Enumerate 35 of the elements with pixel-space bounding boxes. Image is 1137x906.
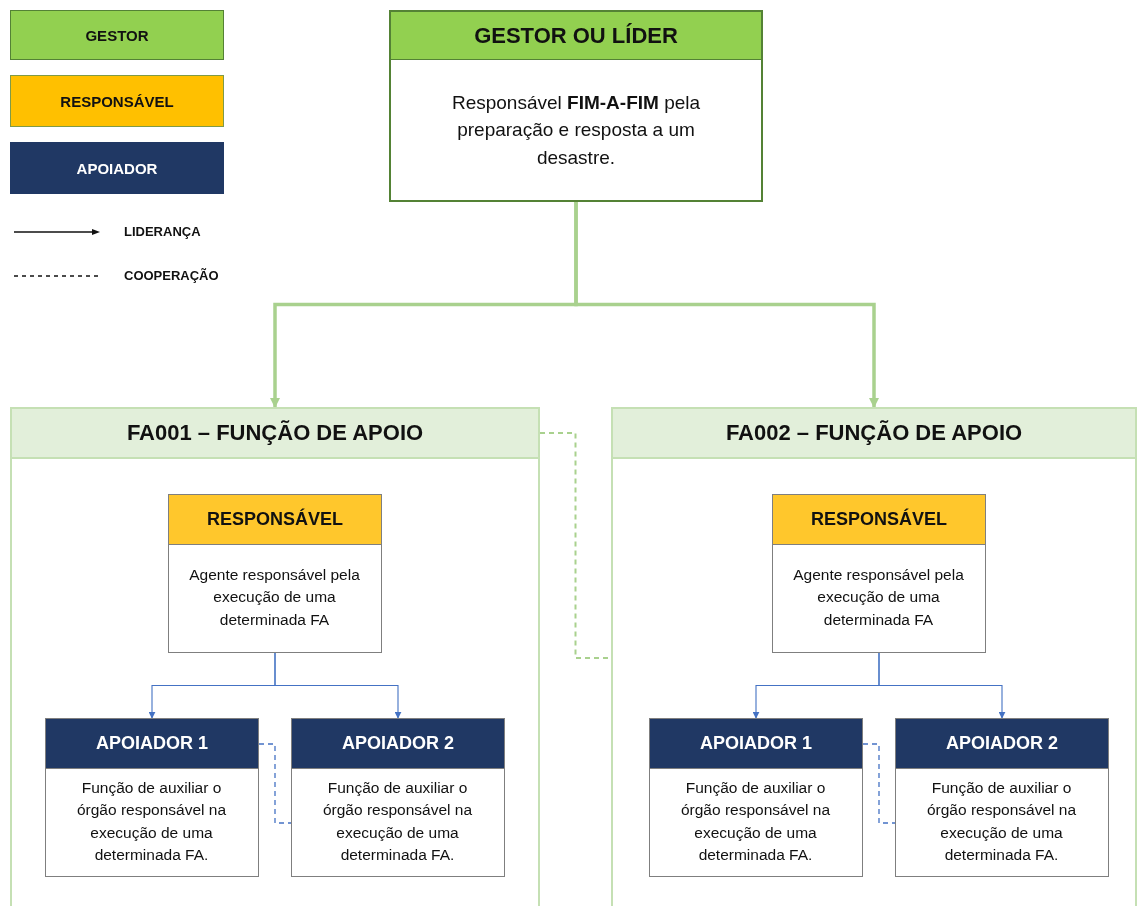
panel-title: FA002 – FUNÇÃO DE APOIO xyxy=(613,409,1135,459)
function-panel xyxy=(611,407,1137,906)
legend-label: GESTOR xyxy=(85,26,149,44)
legend-label: COOPERAÇÃO xyxy=(124,268,219,283)
role-card xyxy=(649,718,863,877)
card-description: Função de auxiliar o órgão responsável na execução de uma determinada FA. xyxy=(925,777,1078,865)
connector-line xyxy=(862,743,896,824)
card-description: Agente responsável pela execução de uma determinada FA xyxy=(188,564,361,630)
arrow xyxy=(878,652,1006,719)
role-card xyxy=(772,494,986,653)
card-description: Agente responsável pela execução de uma determinada FA xyxy=(792,564,965,630)
role-card xyxy=(45,718,259,877)
card-title: GESTOR OU LÍDER xyxy=(391,12,761,60)
role-card xyxy=(291,718,505,877)
arrow xyxy=(574,202,879,408)
card-title: APOIADOR 2 xyxy=(896,719,1108,769)
card-description: Responsável FIM-A-FIM pela preparação e resposta a um desastre. xyxy=(450,90,702,170)
card-title: APOIADOR 1 xyxy=(46,719,258,769)
card-description: Função de auxiliar o órgão responsável na execução de uma determinada FA. xyxy=(75,777,228,865)
card-description: Função de auxiliar o órgão responsável na execução de uma determinada FA. xyxy=(321,777,474,865)
connector-line xyxy=(258,743,292,824)
legend-label: LIDERANÇA xyxy=(124,224,201,239)
role-card xyxy=(895,718,1109,877)
card-title: APOIADOR 2 xyxy=(292,719,504,769)
legend-label: APOIADOR xyxy=(76,159,158,177)
function-panel xyxy=(10,407,540,906)
arrow xyxy=(274,652,402,719)
card-description: Função de auxiliar o órgão responsável na execução de uma determinada FA. xyxy=(679,777,832,865)
legend-label: RESPONSÁVEL xyxy=(60,92,174,110)
card-title: RESPONSÁVEL xyxy=(773,495,985,545)
card-title: RESPONSÁVEL xyxy=(169,495,381,545)
leader-card xyxy=(389,10,763,202)
panel-title: FA001 – FUNÇÃO DE APOIO xyxy=(12,409,538,459)
role-card xyxy=(168,494,382,653)
card-title: APOIADOR 1 xyxy=(650,719,862,769)
